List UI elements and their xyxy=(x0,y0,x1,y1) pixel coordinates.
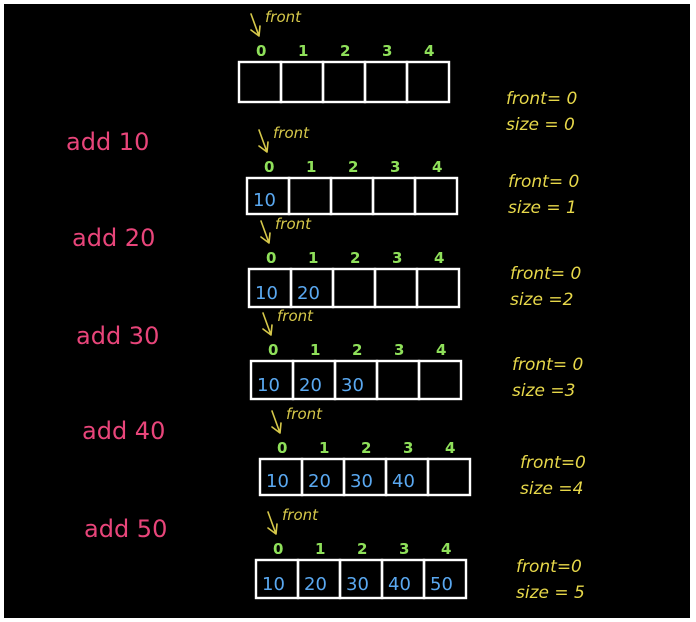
status-size: size = 1 xyxy=(508,198,577,218)
operation-label: add 10 xyxy=(66,128,149,156)
front-pointer-arrow xyxy=(271,410,282,434)
array-cell xyxy=(287,176,333,216)
front-marker-label: front xyxy=(277,307,314,325)
index-label: 1 xyxy=(319,439,329,457)
index-label: 1 xyxy=(306,158,316,176)
cell-value: 10 xyxy=(262,574,285,595)
index-label: 3 xyxy=(390,158,400,176)
cell-value: 40 xyxy=(388,574,411,595)
front-pointer-arrow xyxy=(267,511,278,535)
index-label: 3 xyxy=(394,341,404,359)
cell-value: 30 xyxy=(346,574,369,595)
index-label: 4 xyxy=(424,42,434,60)
index-label: 2 xyxy=(357,540,367,558)
operation-label: add 50 xyxy=(84,515,167,543)
index-label: 2 xyxy=(348,158,358,176)
cell-value: 20 xyxy=(304,574,327,595)
index-label: 0 xyxy=(266,249,276,267)
status-front: front= 0 xyxy=(512,355,583,375)
index-label: 0 xyxy=(268,341,278,359)
index-label: 3 xyxy=(392,249,402,267)
index-label: 4 xyxy=(445,439,455,457)
array-cell xyxy=(279,60,325,104)
array-cell xyxy=(321,60,367,104)
array-cell xyxy=(363,60,409,104)
front-pointer-arrow xyxy=(250,13,261,37)
status-front: front= 0 xyxy=(508,172,579,192)
array-cell xyxy=(413,176,459,216)
cell-value: 10 xyxy=(255,283,278,304)
index-label: 3 xyxy=(399,540,409,558)
front-marker-label: front xyxy=(275,215,312,233)
cell-value: 30 xyxy=(341,375,364,396)
status-front: front= 0 xyxy=(510,264,581,284)
cell-value: 20 xyxy=(297,283,320,304)
cell-value: 40 xyxy=(392,471,415,492)
status-front: front= 0 xyxy=(506,89,577,109)
index-label: 3 xyxy=(403,439,413,457)
array-cell xyxy=(331,267,377,309)
front-marker-label: front xyxy=(282,506,319,524)
status-front: front=0 xyxy=(516,557,582,577)
index-label: 0 xyxy=(277,439,287,457)
index-label: 4 xyxy=(441,540,451,558)
array-cell xyxy=(329,176,375,216)
index-label: 2 xyxy=(352,341,362,359)
status-size: size = 0 xyxy=(506,115,575,135)
array-cell xyxy=(415,267,461,309)
index-label: 2 xyxy=(340,42,350,60)
operation-label: add 30 xyxy=(76,322,159,350)
index-label: 0 xyxy=(264,158,274,176)
cell-value: 20 xyxy=(308,471,331,492)
index-label: 2 xyxy=(350,249,360,267)
array-cell xyxy=(237,60,283,104)
index-label: 2 xyxy=(361,439,371,457)
index-label: 1 xyxy=(308,249,318,267)
status-size: size = 5 xyxy=(516,583,585,603)
array-cell xyxy=(371,176,417,216)
operation-label: add 40 xyxy=(82,417,165,445)
cell-value: 30 xyxy=(350,471,373,492)
cell-value: 10 xyxy=(253,190,276,211)
status-front: front=0 xyxy=(520,453,586,473)
array-cell xyxy=(422,558,468,600)
cell-value: 50 xyxy=(430,574,453,595)
front-marker-label: front xyxy=(273,124,310,142)
index-label: 0 xyxy=(273,540,283,558)
cell-value: 10 xyxy=(257,375,280,396)
index-label: 4 xyxy=(434,249,444,267)
status-size: size =2 xyxy=(510,290,573,310)
front-pointer-arrow xyxy=(260,220,271,244)
index-label: 1 xyxy=(315,540,325,558)
index-label: 4 xyxy=(436,341,446,359)
array-cell xyxy=(426,457,472,497)
front-pointer-arrow xyxy=(258,129,269,153)
status-size: size =3 xyxy=(512,381,575,401)
index-label: 4 xyxy=(432,158,442,176)
front-marker-label: front xyxy=(265,8,302,26)
index-label: 1 xyxy=(298,42,308,60)
array-cell xyxy=(373,267,419,309)
index-label: 1 xyxy=(310,341,320,359)
front-pointer-arrow xyxy=(262,312,273,336)
cell-value: 10 xyxy=(266,471,289,492)
array-cell xyxy=(417,359,463,401)
cell-value: 20 xyxy=(299,375,322,396)
status-size: size =4 xyxy=(520,479,583,499)
array-cell xyxy=(375,359,421,401)
index-label: 0 xyxy=(256,42,266,60)
index-label: 3 xyxy=(382,42,392,60)
operation-label: add 20 xyxy=(72,224,155,252)
array-cell xyxy=(405,60,451,104)
front-marker-label: front xyxy=(286,405,323,423)
